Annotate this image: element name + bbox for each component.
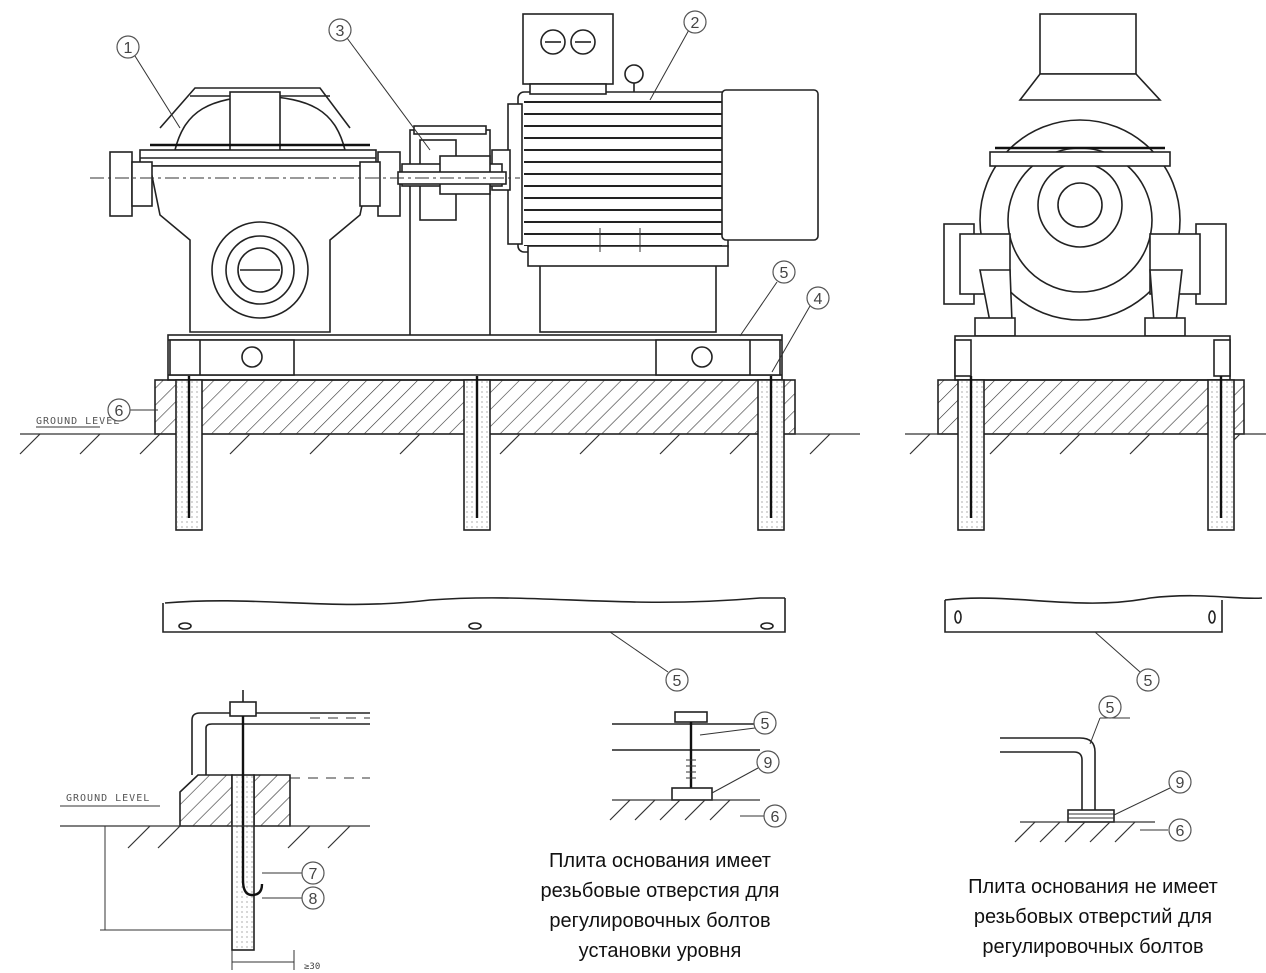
caption-without-threaded-holes: Плита основания не имеет резьбовых отвер… [968, 876, 1218, 958]
svg-text:8: 8 [309, 891, 318, 908]
balloon-3: 3 [328, 18, 431, 151]
svg-text:4: 4 [814, 291, 823, 308]
svg-text:5: 5 [780, 265, 789, 282]
caption-with-threaded-holes: Плита основания имеет резьбовые отверсти… [540, 850, 780, 962]
svg-text:6: 6 [771, 809, 780, 826]
svg-text:2: 2 [691, 15, 700, 32]
svg-text:5: 5 [1106, 700, 1115, 717]
balloon-9-detail-right: 9 [1113, 770, 1192, 816]
balloon-5-front: 5 [739, 260, 796, 337]
svg-text:7: 7 [309, 866, 318, 883]
balloon-1: 1 [116, 35, 181, 129]
svg-text:5: 5 [761, 716, 770, 733]
balloon-5-detail-right: 5 [1089, 695, 1130, 745]
svg-text:9: 9 [1176, 775, 1185, 792]
detail-shim: 5 9 6 [1000, 695, 1192, 843]
ground-level-label-detail: GROUND LEVEL [66, 793, 150, 804]
detail-anchor-bolt: GROUND LEVEL ≥30 7 8 [60, 690, 370, 972]
svg-text:5: 5 [1144, 673, 1153, 690]
svg-text:5: 5 [673, 673, 682, 690]
svg-text:3: 3 [336, 23, 345, 40]
svg-text:1: 1 [124, 40, 133, 57]
electric-motor [491, 13, 819, 333]
balloon-9-detail-left: 9 [711, 750, 780, 794]
base-plate-plan-front: 5 [162, 597, 786, 692]
balloon-6-detail-right: 6 [1140, 818, 1192, 842]
split-case-pump [90, 87, 520, 333]
svg-text:6: 6 [115, 403, 124, 420]
balloon-7: 7 [262, 861, 325, 885]
base-plate [167, 334, 783, 381]
balloon-8: 8 [262, 886, 325, 910]
svg-text:9: 9 [764, 755, 773, 772]
coupling-guard [401, 125, 503, 337]
front-view: GROUND LEVEL 1 2 3 4 5 [19, 10, 860, 692]
balloon-4: 4 [771, 286, 830, 373]
ground-level-label-top: GROUND LEVEL [36, 416, 120, 427]
detail-leveling-bolt: 5 9 6 [609, 711, 787, 828]
balloon-6-detail-left: 6 [740, 804, 787, 828]
balloon-2: 2 [649, 10, 707, 101]
balloon-6-front: 6 [107, 398, 158, 422]
balloon-5-detail-left: 5 [699, 711, 777, 736]
side-view: 5 [905, 13, 1266, 692]
dimension-label: ≥30 [304, 962, 320, 972]
concrete-foundation [19, 376, 860, 531]
svg-text:6: 6 [1176, 823, 1185, 840]
